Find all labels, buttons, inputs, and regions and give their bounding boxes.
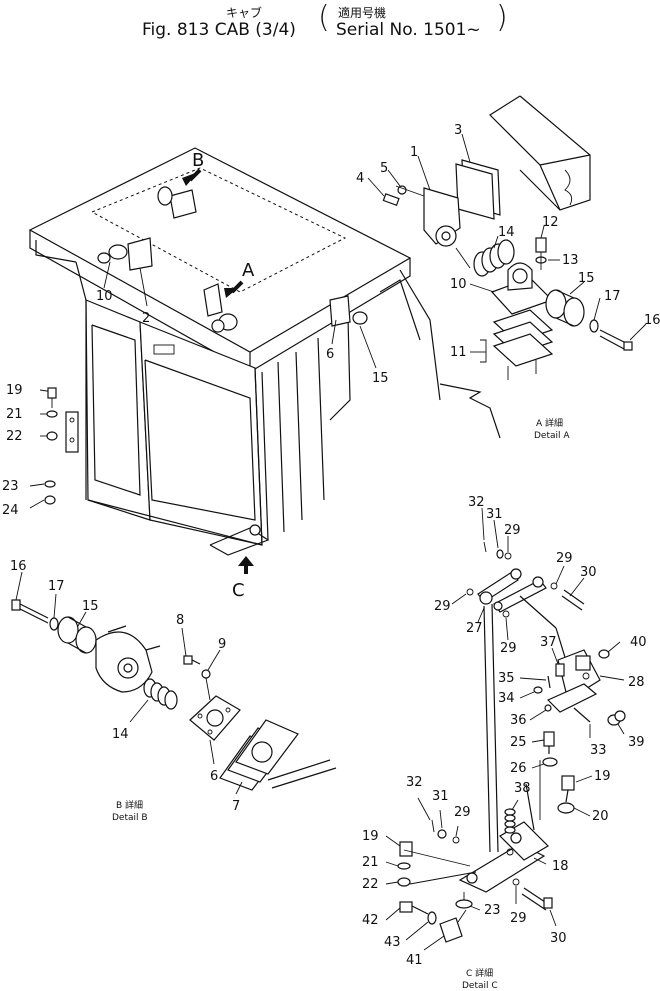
callout-c-32: 32 [468, 495, 485, 510]
callout-b-7: 7 [232, 799, 240, 814]
detail-b-drawing [11, 599, 337, 791]
callout-a-4: 4 [356, 171, 364, 186]
callout-c-40: 40 [630, 635, 647, 650]
callout-b-8: 8 [176, 613, 184, 628]
detail-b-callouts: 16 17 15 14 8 9 6 7 [10, 559, 240, 814]
serial-number: Serial No. 1501~ [336, 20, 481, 40]
callout-c-38: 38 [514, 781, 531, 796]
callout-c-28: 28 [628, 675, 645, 690]
view-c-arrow [238, 556, 254, 566]
callout-c-39: 39 [628, 735, 645, 750]
callout-c-29f: 29 [510, 911, 527, 926]
callout-c-35: 35 [498, 671, 515, 686]
callout-c-21: 21 [362, 855, 379, 870]
detail-b-title: Detail B [112, 813, 148, 823]
callout-b-9: 9 [218, 637, 226, 652]
callout-6: 6 [326, 347, 334, 362]
detail-c-title: Detail C [462, 981, 498, 991]
title-jp: キャブ [226, 6, 263, 20]
callout-c-30b: 30 [550, 931, 567, 946]
callout-c-19b: 19 [362, 829, 379, 844]
callout-c-29c: 29 [434, 599, 451, 614]
view-b-label: B [192, 150, 204, 171]
callout-a-15: 15 [578, 271, 595, 286]
callout-c-26: 26 [510, 761, 527, 776]
detail-a-callouts: 1 3 5 4 14 12 13 10 15 17 16 11 [356, 123, 660, 360]
callout-b-6: 6 [210, 769, 218, 784]
cab-body [28, 147, 441, 556]
view-c-label: C [232, 580, 245, 601]
left-bracket-19-24 [65, 411, 79, 453]
roof-mount-b [157, 186, 197, 219]
callout-c-22: 22 [362, 877, 379, 892]
callout-c-41: 41 [406, 953, 423, 968]
serial-bracket-left: ( [318, 0, 330, 35]
callout-b-16: 16 [10, 559, 27, 574]
callout-a-10: 10 [450, 277, 467, 292]
detail-b-title-jp: B 詳細 [116, 799, 143, 811]
callout-c-30a: 30 [580, 565, 597, 580]
serial-bracket-right: ) [496, 0, 508, 35]
callout-c-37: 37 [540, 635, 557, 650]
callout-c-36: 36 [510, 713, 527, 728]
rear-mount-6-15 [329, 295, 368, 327]
callout-19: 19 [6, 383, 23, 398]
callout-a-5: 5 [380, 161, 388, 176]
callout-2: 2 [142, 311, 150, 326]
callout-c-18: 18 [552, 859, 569, 874]
callout-a-16: 16 [644, 313, 660, 328]
callout-c-29d: 29 [500, 641, 517, 656]
callout-24: 24 [2, 503, 19, 518]
callout-21: 21 [6, 407, 23, 422]
callout-c-29b: 29 [556, 551, 573, 566]
detail-c-drawing [397, 541, 626, 943]
detail-a-drawing [382, 95, 633, 439]
detail-c-title-jp: C 詳細 [466, 967, 493, 979]
callout-a-17: 17 [604, 289, 621, 304]
callout-c-19a: 19 [594, 769, 611, 784]
callout-a-11: 11 [450, 345, 467, 360]
callout-b-15: 15 [82, 599, 99, 614]
callout-a-3: 3 [454, 123, 462, 138]
callout-c-29a: 29 [504, 523, 521, 538]
roof-mount-10-2 [97, 237, 153, 271]
callout-c-27: 27 [466, 621, 483, 636]
callout-a-14: 14 [498, 225, 515, 240]
callout-b-14: 14 [112, 727, 129, 742]
figure-title: Fig. 813 CAB (3/4) [142, 20, 296, 40]
detail-c-callouts: 32 31 29 29 30 29 27 29 37 40 28 35 34 3… [362, 495, 647, 968]
callout-c-34: 34 [498, 691, 515, 706]
callout-c-29e: 29 [454, 805, 471, 820]
roof-mount-a [203, 283, 238, 333]
view-a-label: A [242, 260, 255, 281]
detail-a-title-jp: A 詳細 [536, 417, 563, 429]
callout-c-42: 42 [362, 913, 379, 928]
callout-15: 15 [372, 371, 389, 386]
callout-a-12: 12 [542, 215, 559, 230]
callout-23: 23 [2, 479, 19, 494]
callout-c-31b: 31 [432, 789, 449, 804]
main-callouts: 10 2 6 15 19 21 22 23 24 [2, 289, 389, 518]
callout-22: 22 [6, 429, 23, 444]
callout-c-25: 25 [510, 735, 527, 750]
callout-c-31: 31 [486, 507, 503, 522]
callout-b-17: 17 [48, 579, 65, 594]
callout-10: 10 [96, 289, 113, 304]
serial-jp: 適用号機 [338, 6, 387, 20]
callout-a-1: 1 [410, 145, 418, 160]
callout-c-43: 43 [384, 935, 401, 950]
callout-c-20: 20 [592, 809, 609, 824]
callout-c-32b: 32 [406, 775, 423, 790]
callout-a-13: 13 [562, 253, 579, 268]
detail-a-title: Detail A [534, 431, 570, 441]
callout-c-33: 33 [590, 743, 607, 758]
callout-c-23: 23 [484, 903, 501, 918]
